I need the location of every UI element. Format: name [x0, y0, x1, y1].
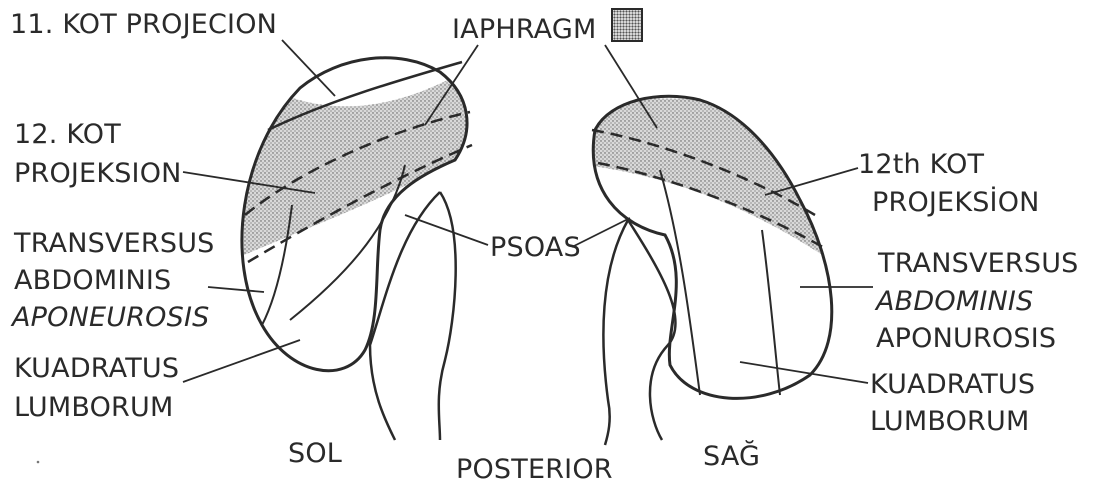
quadratus-left-label-line1: KUADRATUS [14, 352, 179, 386]
rib11-projection-label: 11. KOT PROJECION [10, 8, 277, 42]
diaphragm-label: IAPHRAGM [452, 13, 597, 47]
right-aponeurosis-line [762, 230, 780, 395]
quadratus-right-label-line1: KUADRATUS [870, 368, 1035, 402]
rib12-right-label-line1: 12th KOT [858, 148, 984, 182]
transversus-right-label-line1: TRANSVERSUS [878, 247, 1079, 281]
transversus-right-label-line3: APONUROSIS [876, 322, 1056, 356]
quadratus-right-label-line2: LUMBORUM [870, 405, 1029, 439]
transversus-left-label-line1: TRANSVERSUS [14, 227, 215, 261]
rib12-left-label-line1: 12. KOT [14, 118, 121, 152]
rib12-left-label-line2: PROJEKSION [14, 157, 182, 191]
left-kidney [228, 58, 472, 371]
stipple-legend-box [611, 8, 643, 42]
posterior-label: POSTERIOR [456, 453, 613, 487]
left-side-label: SOL [288, 437, 342, 471]
speck [37, 461, 40, 464]
right-kidney [585, 95, 832, 398]
right-psoas [603, 220, 675, 445]
transversus-right-label-line2: ABDOMINIS [876, 285, 1033, 319]
rib12-right-label-line2: PROJEKSİON [872, 186, 1040, 220]
psoas-label: PSOAS [490, 231, 581, 265]
transversus-left-label-line2: ABDOMINIS [14, 264, 171, 298]
right-side-label: SAĞ [703, 440, 760, 474]
right-muscle-division [660, 170, 700, 395]
quadratus-left-label-line2: LUMBORUM [14, 391, 173, 425]
transversus-left-label-line3: APONEUROSIS [12, 301, 209, 335]
